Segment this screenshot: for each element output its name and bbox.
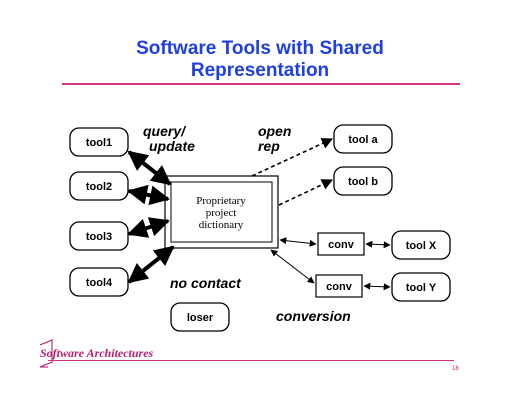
tool3-label: tool3 [86, 231, 112, 243]
slide-title: Software Tools with Shared Representatio… [0, 38, 520, 82]
conv-2-node: conv [315, 274, 363, 298]
tool1-dictionary-arrow [127, 150, 172, 186]
tool-a-label: tool a [348, 134, 378, 146]
footer-logo-mark [39, 339, 53, 368]
dictionary-tool-a-arrow [251, 138, 334, 177]
conv-2-label: conv [326, 281, 353, 293]
tool2-node: tool2 [69, 171, 129, 201]
open-label: open [258, 123, 291, 139]
dictionary-line-1: Proprietary [196, 195, 246, 207]
dictionary-conv-1-arrow [279, 237, 317, 247]
conv-1-label: conv [328, 239, 355, 251]
tool4-node: tool4 [69, 267, 129, 297]
tool4-label: tool4 [86, 277, 113, 289]
loser-label: loser [187, 312, 214, 324]
no-contact-label: no contact [170, 275, 242, 291]
slide-title-line-2: Representation [190, 60, 330, 81]
query-label: query/ [143, 123, 187, 139]
rep-label: rep [258, 138, 280, 154]
tool4-dictionary-arrow [127, 245, 175, 284]
tool-b-node: tool b [333, 166, 393, 196]
slide-title-line-1: Software Tools with Shared [136, 38, 384, 59]
project-dictionary: Proprietary project dictionary [164, 175, 279, 249]
footer-rule [48, 360, 454, 361]
dictionary-inner-frame [170, 181, 273, 243]
slide-number: 18 [452, 366, 459, 372]
loser-node: loser [170, 302, 230, 332]
tool3-dictionary-arrow [127, 217, 170, 238]
dictionary-tool-b-arrow [278, 179, 334, 206]
tool2-label: tool2 [86, 181, 112, 193]
footer-logo-text: Software Architectures [40, 346, 154, 360]
update-label: update [149, 138, 195, 154]
tool1-label: tool1 [86, 137, 112, 149]
dictionary-line-3: dictionary [199, 219, 244, 231]
tool-a-node: tool a [333, 124, 393, 154]
tool3-node: tool3 [69, 221, 129, 251]
tool-y-label: tool Y [406, 282, 437, 294]
conversion-label: conversion [276, 308, 351, 324]
tool-b-label: tool b [348, 176, 378, 188]
tool-x-label: tool X [406, 240, 437, 252]
dictionary-conv-2-arrow [270, 249, 315, 284]
conv-1-node: conv [317, 232, 365, 256]
tool1-node: tool1 [69, 127, 129, 157]
conv-2-tool-y-arrow [363, 282, 391, 291]
title-underline [62, 83, 460, 85]
tool2-dictionary-arrow [127, 184, 170, 206]
conv-1-tool-x-arrow [365, 240, 391, 249]
tool-x-node: tool X [391, 230, 451, 260]
tool-y-node: tool Y [391, 272, 451, 302]
dictionary-line-2: project [206, 207, 237, 219]
